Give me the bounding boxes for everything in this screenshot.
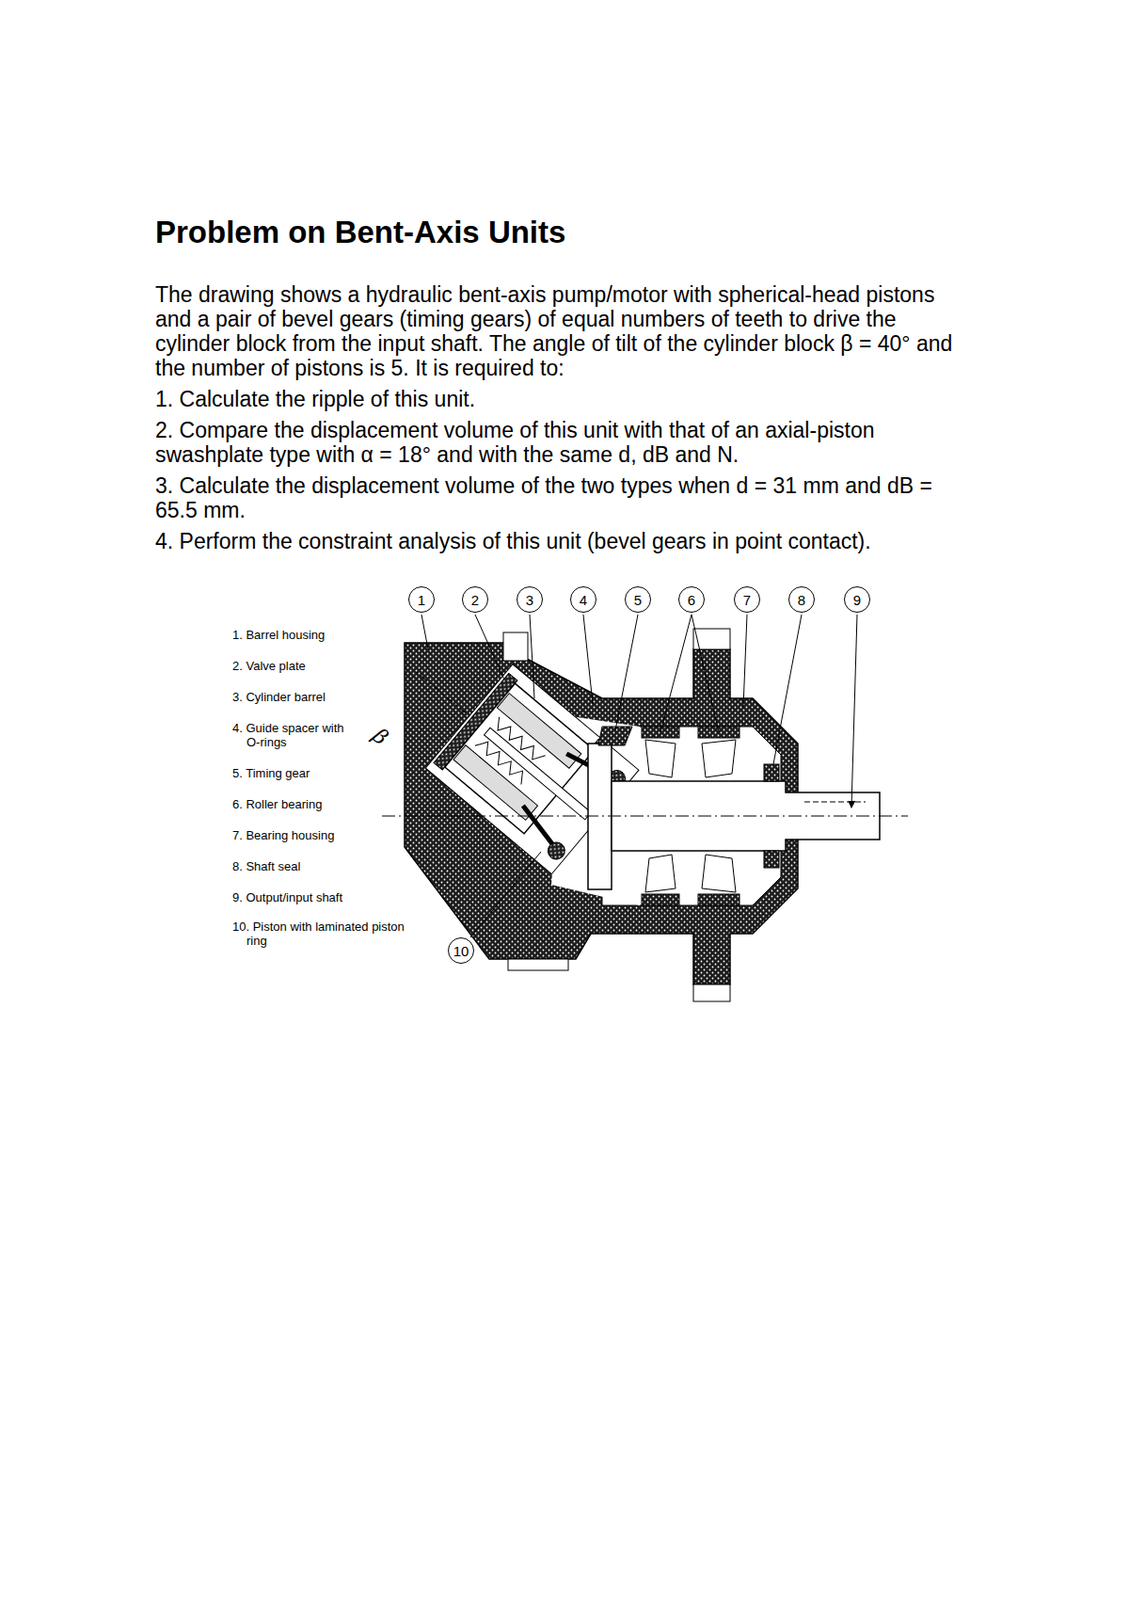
centerline	[381, 815, 908, 817]
part-name: 10. Piston with laminated piston ring	[232, 919, 409, 948]
part-name: 7. Bearing housing	[232, 827, 398, 843]
callout-number: 9	[843, 586, 871, 613]
callout-number: 1	[408, 586, 435, 613]
shaft-seal	[763, 763, 780, 781]
angle-label: β	[367, 723, 393, 749]
bearing	[698, 893, 740, 906]
task-item: 2. Compare the displacement volume of th…	[155, 417, 967, 467]
problem-text: The drawing shows a hydraulic bent-axis …	[155, 282, 967, 554]
part-name: 5. Timing gear	[232, 765, 398, 780]
part-name: 6. Roller bearing	[232, 796, 398, 811]
callout-number: 7	[733, 586, 761, 613]
callout-text: 5	[634, 592, 642, 607]
callout-number: 8	[788, 586, 815, 613]
bearing	[641, 893, 680, 906]
callout-number: 3	[516, 586, 543, 613]
callout-text: 9	[853, 592, 861, 607]
part-name: 2. Valve plate	[232, 658, 398, 673]
port	[503, 632, 528, 661]
callout-number: 6	[678, 586, 705, 613]
task-item: 1. Calculate the ripple of this unit.	[155, 386, 967, 412]
callout-number: 2	[461, 586, 489, 613]
callout-number: 10	[447, 937, 475, 964]
task-item: 4. Perform the constraint analysis of th…	[155, 528, 967, 554]
part-name: 8. Shaft seal	[232, 858, 398, 874]
flange-bolt	[693, 984, 731, 1002]
callout-text: 10	[453, 943, 470, 958]
callout-text: 4	[579, 592, 588, 607]
part-name: 3. Cylinder barrel	[232, 689, 398, 704]
callout-number: 5	[624, 586, 652, 613]
part-name: 4. Guide spacer with O-rings	[232, 720, 352, 749]
leader-lines	[421, 614, 858, 938]
callout-text: 8	[797, 592, 806, 607]
callout-text: 3	[525, 592, 534, 607]
shaft-seal	[763, 850, 780, 868]
port	[508, 958, 569, 970]
problem-statement: The drawing shows a hydraulic bent-axis …	[155, 282, 967, 381]
task-item: 3. Calculate the displacement volume of …	[155, 473, 967, 523]
callout-text: 7	[743, 592, 751, 607]
callout-text: 6	[687, 592, 696, 607]
callout-text: 1	[417, 592, 426, 607]
part-name: 9. Output/input shaft	[232, 890, 398, 905]
callout-number: 4	[570, 586, 597, 613]
page-title: Problem on Bent-Axis Units	[155, 214, 566, 251]
callout-text: 2	[471, 592, 479, 607]
part-name: 1. Barrel housing	[232, 627, 398, 642]
